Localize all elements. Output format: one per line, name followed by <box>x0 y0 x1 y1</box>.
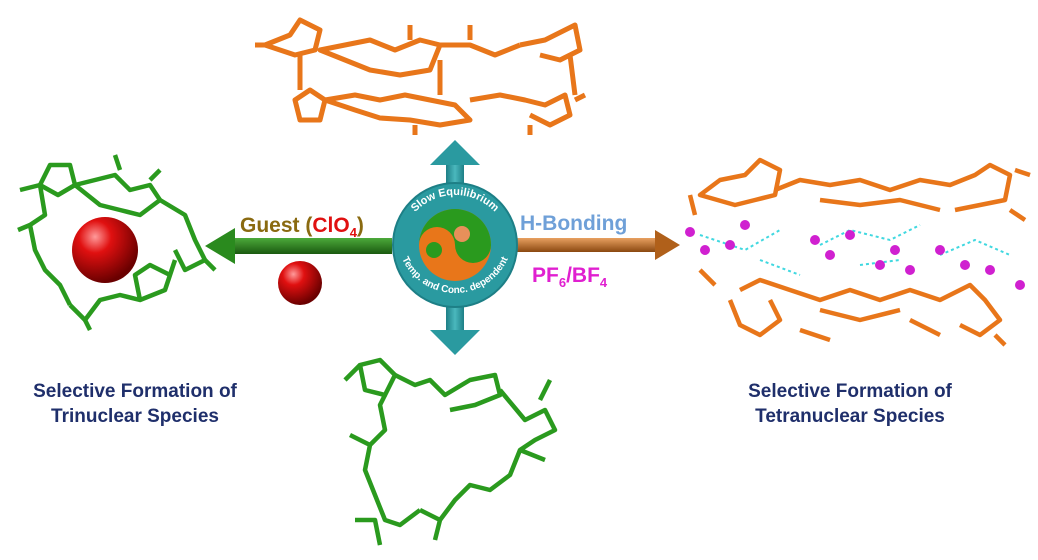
left-arrow-guest <box>205 228 392 264</box>
anion-label: PF6/BF4 <box>532 264 608 290</box>
right-caption-line1: Selective Formation of <box>748 381 952 402</box>
guest-label: Guest (ClO4) <box>240 214 364 240</box>
tetranuclear-dimer-top <box>255 17 587 135</box>
perchlorate-guest-encapsulated <box>72 217 138 283</box>
slow-equilibrium-badge: Slow Equilibrium Temp. and Conc. depende… <box>392 182 518 308</box>
left-caption-line1: Selective Formation of <box>33 381 237 402</box>
right-caption-line2: Tetranuclear Species <box>755 406 945 427</box>
right-arrow-hbonding <box>510 230 680 260</box>
left-caption-line2: Trinuclear Species <box>51 406 219 427</box>
hbonding-label: H-Bonding <box>520 212 627 235</box>
trinuclear-species-bottom <box>343 357 558 546</box>
tetranuclear-species-right <box>685 157 1031 347</box>
trinuclear-cage-left <box>17 154 217 332</box>
perchlorate-guest-ball <box>278 261 322 305</box>
